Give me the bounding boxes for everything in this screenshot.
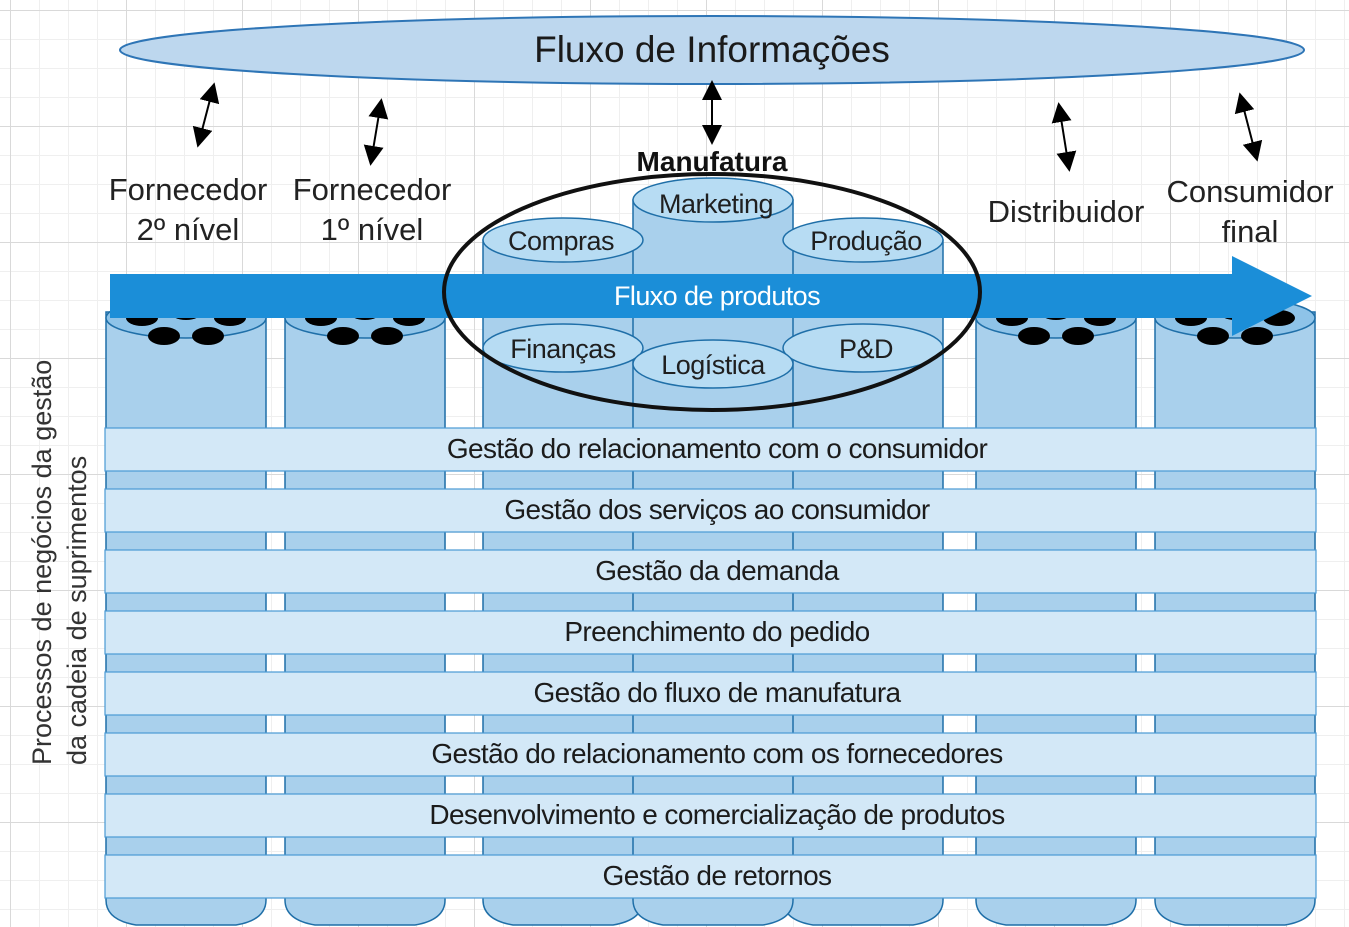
process-band xyxy=(104,732,1317,777)
actor-supplier1-line2: 1º nível xyxy=(320,212,424,247)
actor-supplier2-line2: 2º nível xyxy=(136,212,240,247)
product-flow-label: Fluxo de produtos xyxy=(614,281,820,311)
process-label: Preenchimento do pedido xyxy=(564,616,869,647)
process-band xyxy=(104,793,1317,838)
actor-label-consumer: Consumidor final xyxy=(1150,172,1349,252)
process-label: Desenvolvimento e comercialização de pro… xyxy=(429,799,1004,830)
info-arrow-supplier2 xyxy=(192,82,220,148)
process-band xyxy=(104,854,1317,899)
actor-label-supplier2: Fornecedor 2º nível xyxy=(88,170,288,250)
process-label: Gestão da demanda xyxy=(595,555,840,586)
actor-distributor-line1: Distribuidor xyxy=(987,194,1145,229)
dept-top-financas xyxy=(482,323,644,373)
process-bands: Gestão do relacionamento com o consumido… xyxy=(104,427,1317,899)
dept-label-financas: Finanças xyxy=(510,334,616,364)
manufacturing-outline xyxy=(442,172,982,412)
actor-label-supplier1: Fornecedor 1º nível xyxy=(272,170,472,250)
process-label: Gestão dos serviços ao consumidor xyxy=(504,494,930,525)
dept-top-compras xyxy=(482,217,644,263)
process-label: Gestão de retornos xyxy=(603,860,832,891)
dept-label-marketing: Marketing xyxy=(659,189,773,219)
info-arrow-distributor xyxy=(1051,102,1077,172)
process-label: Gestão do fluxo de manufatura xyxy=(533,677,901,708)
dept-top-logistica xyxy=(632,339,794,389)
info-arrow-consumer xyxy=(1234,92,1263,162)
dept-label-logistica: Logística xyxy=(661,350,766,380)
info-flow-label: Fluxo de Informações xyxy=(534,29,890,70)
process-band xyxy=(104,671,1317,716)
dept-label-pd: P&D xyxy=(839,334,893,364)
process-band xyxy=(104,427,1317,472)
process-band xyxy=(104,549,1317,594)
dept-top-marketing xyxy=(632,177,794,223)
manufacturing-title: Manufatura xyxy=(636,146,788,177)
actor-consumer-line2: final xyxy=(1221,214,1279,249)
process-band xyxy=(104,610,1317,655)
dept-top-producao xyxy=(782,217,944,263)
dept-top-pd xyxy=(782,323,944,373)
process-label: Gestão do relacionamento com o consumido… xyxy=(447,433,988,464)
process-band xyxy=(104,488,1317,533)
actor-supplier2-line1: Fornecedor xyxy=(108,172,268,207)
dept-label-producao: Produção xyxy=(810,226,922,256)
actor-label-distributor: Distribuidor xyxy=(966,192,1166,232)
info-arrow-supplier1 xyxy=(363,98,389,166)
product-flow-arrow xyxy=(110,256,1312,336)
process-label: Gestão do relacionamento com os forneced… xyxy=(431,738,1002,769)
actor-supplier1-line1: Fornecedor xyxy=(292,172,452,207)
actor-consumer-line1: Consumidor xyxy=(1166,174,1334,209)
dept-label-compras: Compras xyxy=(508,226,614,256)
